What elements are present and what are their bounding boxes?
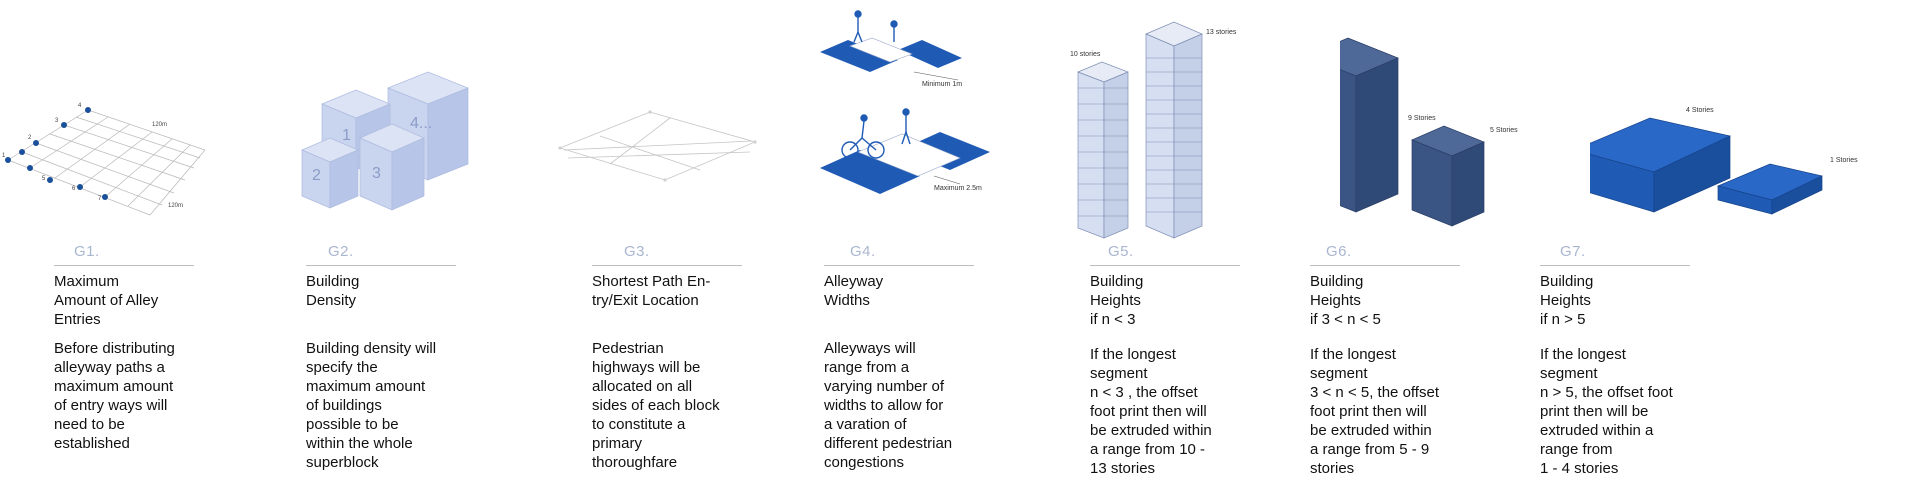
tag-divider — [1090, 265, 1240, 266]
block-label-4: 4... — [410, 115, 432, 132]
pedestrian-figure — [853, 10, 898, 43]
panel-description: If the longest segment n > 5, the offset… — [1540, 346, 1673, 477]
low-buildings-diagram: 4 Stories 1 Stories — [1590, 107, 1858, 215]
building-label-5: 5 Stories — [1490, 127, 1518, 134]
tag-divider — [54, 265, 194, 266]
tower-label-10: 10 stories — [1070, 51, 1101, 58]
alley-entry-grid-diagram: 1 2 3 4 5 6 7 120m 120m — [2, 103, 206, 216]
panel-title: Building Heights if n > 5 — [1540, 273, 1594, 328]
tower-13-stories — [1145, 21, 1203, 239]
cyclist-figure — [841, 108, 911, 159]
panel-title: Shortest Path En- try/Exit Location — [592, 273, 711, 309]
panel-tag: G4. — [850, 243, 876, 260]
building-4-stories — [1590, 117, 1732, 213]
panel-g6: 9 Stories 5 Stories G6. Building Heights… — [1310, 0, 1590, 492]
panel-tag: G5. — [1108, 243, 1134, 260]
dimension-top: 120m — [152, 122, 167, 128]
panel-tag: G1. — [74, 243, 100, 260]
tower-label-13: 13 stories — [1206, 29, 1237, 36]
building-label-1: 1 Stories — [1830, 157, 1858, 164]
building-density-diagram: 1 2 3 4... — [301, 71, 469, 211]
building-1-story — [1716, 163, 1824, 215]
panel-description: If the longest segment n < 3 , the offse… — [1090, 346, 1212, 477]
panel-g2: 1 2 3 4... G2. Building Density Building… — [260, 0, 540, 492]
block-label-2: 2 — [312, 167, 321, 184]
tall-towers-diagram: 10 stories 13 stories — [1070, 21, 1237, 239]
tag-divider — [592, 265, 742, 266]
panel-g4: Minimum 1m Maximum 2.5m G4. Alleyway Wid… — [810, 0, 1070, 492]
grid-label-4: 4 — [78, 103, 82, 109]
panel-title: Maximum Amount of Alley Entries — [54, 273, 159, 328]
grid-label-5: 5 — [42, 176, 46, 182]
panel-description: Before distributing alleyway paths a max… — [54, 340, 175, 452]
maximum-width-strip — [820, 132, 990, 194]
tag-divider — [306, 265, 456, 266]
panel-g5: 10 stories 13 stories G5. Building Heigh… — [1070, 0, 1340, 492]
panel-g7: 4 Stories 1 Stories G7. Building Heights… — [1540, 0, 1920, 492]
alleyway-widths-diagram: Minimum 1m Maximum 2.5m — [820, 10, 990, 194]
grid-label-1: 1 — [2, 153, 6, 159]
medium-buildings-diagram: 9 Stories 5 Stories — [1340, 37, 1518, 227]
panel-tag: G7. — [1560, 243, 1586, 260]
tag-divider — [1540, 265, 1690, 266]
building-label-4: 4 Stories — [1686, 107, 1714, 114]
tower-13-floor-lines — [1146, 57, 1202, 213]
block-label-1: 1 — [342, 127, 351, 144]
panel-g3: G3. Shortest Path En- try/Exit Location … — [540, 0, 810, 492]
panel-tag: G3. — [624, 243, 650, 260]
panel-title: Building Density — [306, 273, 360, 309]
minimum-width-label: Minimum 1m — [922, 81, 962, 88]
panel-title: Building Heights if 3 < n < 5 — [1310, 273, 1381, 328]
maximum-width-label: Maximum 2.5m — [934, 185, 982, 192]
grid-label-2: 2 — [28, 135, 32, 141]
grid-label-7: 7 — [98, 196, 102, 202]
building-9-stories — [1340, 37, 1399, 213]
panel-tag: G2. — [328, 243, 354, 260]
panel-title: Building Heights if n < 3 — [1090, 273, 1144, 328]
block-label-3: 3 — [372, 165, 381, 182]
tag-divider — [824, 265, 974, 266]
grid-label-6: 6 — [72, 186, 76, 192]
panel-description: Building density will specify the maximu… — [306, 340, 437, 471]
tag-divider — [1310, 265, 1460, 266]
panel-description: Alleyways will range from a varying numb… — [824, 340, 953, 471]
minimum-width-strip — [820, 37, 962, 72]
grid-label-3: 3 — [55, 118, 59, 124]
shortest-path-diagram — [558, 110, 757, 182]
building-label-9: 9 Stories — [1408, 115, 1436, 122]
entry-point-dots — [5, 107, 108, 200]
dimension-side: 120m — [168, 203, 183, 209]
tower-10-stories — [1077, 61, 1129, 239]
panel-g1: 1 2 3 4 5 6 7 120m 120m G1. Maximum Amou… — [0, 0, 260, 492]
panel-title: Alleyway Widths — [824, 273, 884, 309]
panel-description: Pedestrian highways will be allocated on… — [592, 340, 720, 471]
tower-10-floor-lines — [1078, 87, 1128, 217]
panel-description: If the longest segment 3 < n < 5, the of… — [1310, 346, 1439, 477]
panel-tag: G6. — [1326, 243, 1352, 260]
building-5-stories — [1411, 125, 1485, 227]
